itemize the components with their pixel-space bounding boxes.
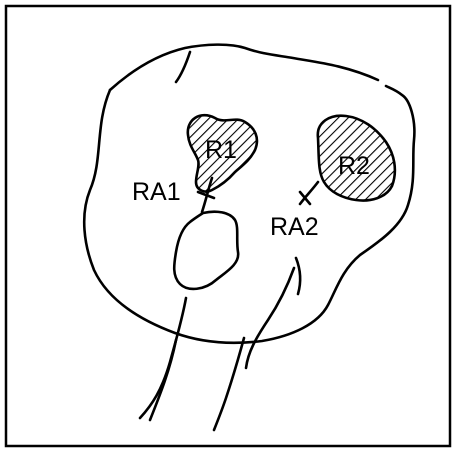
label-ra1: RA1 — [132, 178, 181, 206]
connector-ra2 — [300, 182, 318, 204]
inner-lobe — [174, 212, 238, 289]
stem-left — [140, 298, 186, 418]
outer-boundary-top — [110, 45, 378, 90]
stem-right — [214, 338, 244, 430]
stem-center — [246, 268, 294, 368]
label-ra2: RA2 — [270, 213, 319, 241]
stem-ra2 — [296, 258, 300, 294]
label-r2: R2 — [338, 152, 370, 180]
figure-border — [6, 6, 450, 446]
label-r1: R1 — [205, 136, 237, 164]
outer-notch — [176, 52, 190, 82]
